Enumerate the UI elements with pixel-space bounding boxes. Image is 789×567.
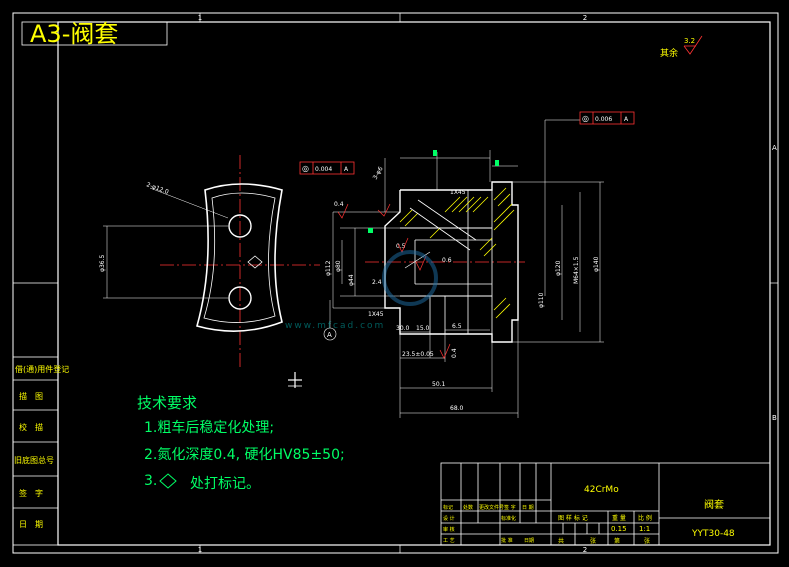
left-col-6: 日 期 <box>19 520 43 529</box>
side-view: φ36.5 2-φ12.0 <box>99 155 320 388</box>
dim-m64: M64×1.5 <box>573 256 580 284</box>
dim-len-30: 30.0 <box>396 325 410 332</box>
surface-finish-value: 3.2 <box>684 37 695 45</box>
tb-label-1: 处数 <box>463 504 473 511</box>
tech-req-heading: 技术要求 <box>137 394 197 412</box>
dim-small-24: 2.4 <box>372 279 382 286</box>
tol-tr-symbol: ◎ <box>582 114 589 123</box>
dim-small-04: 0.4 <box>334 201 344 208</box>
tb-label-10: 日期 <box>524 538 534 544</box>
tb-label-4: 日 期 <box>522 505 534 511</box>
zone-2-bottom: 2 <box>583 546 587 554</box>
roughness-icon-4 <box>439 343 451 359</box>
left-col-5: 签 字 <box>19 488 43 498</box>
dim-d110: φ110 <box>538 292 545 308</box>
marking-symbol-icon <box>159 473 177 489</box>
tb-label-17: 张 <box>644 537 650 545</box>
tb-label-12: 重 量 <box>612 514 626 522</box>
sheet-title-box <box>21 21 168 46</box>
dim-len-68: 68.0 <box>450 405 464 412</box>
dim-side-width: φ36.5 <box>99 255 106 273</box>
left-col-4: 旧底图总号 <box>14 455 54 465</box>
left-col-3: 校 描 <box>19 422 43 432</box>
tech-req-item-3: 3. <box>144 473 157 489</box>
dim-chamfer-top: 1X45 <box>450 189 466 196</box>
dim-chamfer-bottom: 1X45 <box>368 311 384 318</box>
tb-part-name: 阀套 <box>704 498 724 511</box>
dim-small-05: 0.5 <box>396 243 406 250</box>
tolerance-frame-top-left: ◎ 0.004 A <box>299 161 355 175</box>
tb-label-11: 图 样 标 记 <box>558 514 588 522</box>
zone-a: A <box>772 144 777 152</box>
surface-finish-icon <box>683 35 703 55</box>
dim-d80: φ80 <box>335 260 342 272</box>
dim-d112: φ112 <box>325 260 332 276</box>
dim-len-15: 15.0 <box>416 325 430 332</box>
dim-d140: φ140 <box>593 256 600 272</box>
left-col-2: 描 图 <box>19 391 43 401</box>
roughness-icon-5 <box>377 203 391 217</box>
dim-angle: 3-φ6 <box>372 165 385 181</box>
left-column <box>12 356 59 546</box>
tb-label-8: 工 艺 <box>443 538 455 544</box>
roughness-icon-2 <box>415 255 427 271</box>
tech-req-item-3b: 处打标记。 <box>190 475 260 492</box>
tb-label-14: 共 <box>558 537 564 545</box>
outer-border <box>12 12 779 554</box>
section-profile <box>384 181 519 343</box>
hole-bottom <box>228 286 252 310</box>
tb-label-3: 签 字 <box>504 504 516 511</box>
tech-req-item-2: 2.氮化深度0.4, 硬化HV85±50; <box>144 447 345 463</box>
tb-label-13: 比 例 <box>638 514 652 522</box>
tb-label-2: 更改文件号 <box>479 504 504 511</box>
dim-small-04b: 0.4 <box>451 348 458 358</box>
inner-border <box>57 21 771 546</box>
tech-req-item-1: 1.粗车后稳定化处理; <box>144 419 274 436</box>
tol-tr-datum: A <box>624 116 629 123</box>
zone-1-bottom: 1 <box>198 546 202 554</box>
tolerance-frame-top-right: ◎ 0.006 A <box>579 111 635 125</box>
dim-small-06: 0.6 <box>442 257 452 264</box>
dim-hole-note: 2-φ12.0 <box>145 181 169 196</box>
tol-tl-value: 0.004 <box>315 166 332 173</box>
watermark: www.mfcad.com <box>285 321 385 331</box>
tb-scale: 1:1 <box>639 525 650 533</box>
dim-len-6: 6.5 <box>452 323 462 330</box>
tb-label-5: 设 计 <box>443 515 455 522</box>
plate-outline <box>196 183 283 332</box>
left-col-1: 借(通)用件登记 <box>15 364 69 374</box>
hole-top <box>228 214 252 238</box>
tol-tr-value: 0.006 <box>595 116 612 123</box>
zone-b: B <box>772 414 777 422</box>
tb-material: 42CrMo <box>584 485 619 495</box>
tb-label-6: 标准化 <box>501 515 516 522</box>
tol-tl-symbol: ◎ <box>302 164 309 173</box>
dim-len-23: 23.5±0.05 <box>402 351 434 358</box>
surface-finish-label: 其余 <box>660 47 678 59</box>
tb-label-9: 批 准 <box>501 537 513 544</box>
datum-a-label: A <box>327 331 332 339</box>
tb-label-7: 审 核 <box>443 526 455 533</box>
title-block <box>440 462 771 546</box>
sheet-title: A3-阀套 <box>30 20 118 48</box>
dim-d120: φ120 <box>555 260 562 276</box>
marking-diamond-icon <box>247 255 263 269</box>
tb-label-0: 标记 <box>443 504 453 511</box>
dim-len-50: 50.1 <box>432 381 446 388</box>
section-view: φ140 M64×1.5 φ120 φ110 φ80 φ44 φ112 68.0… <box>323 119 604 418</box>
tb-drawing-no: YYT30-48 <box>691 529 735 539</box>
zone-2-top: 2 <box>583 14 587 22</box>
zone-1-top: 1 <box>198 14 202 22</box>
watermark-ring <box>382 250 438 306</box>
tb-label-16: 第 <box>614 537 620 545</box>
dim-d44: φ44 <box>348 274 355 286</box>
datum-a-marker <box>323 327 337 341</box>
tb-label-15: 张 <box>590 537 596 545</box>
tol-tl-datum: A <box>344 166 349 173</box>
roughness-icon <box>337 203 349 219</box>
tb-weight: 0.15 <box>611 525 627 533</box>
